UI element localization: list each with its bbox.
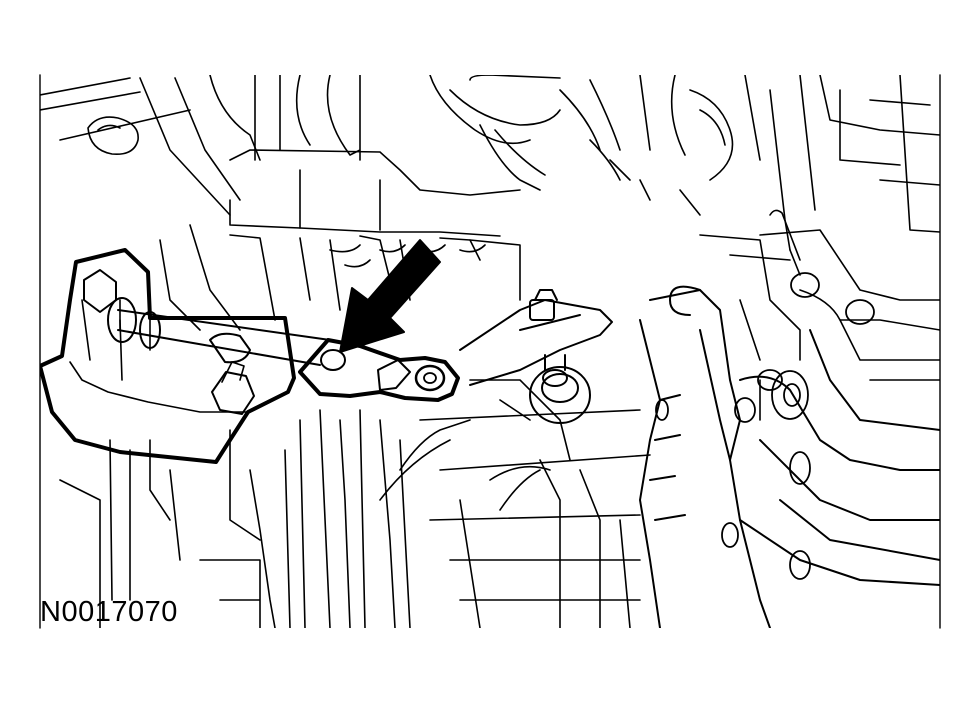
figure-code: N0017070 [40, 596, 178, 628]
illustration-frame [39, 74, 941, 629]
shift-cable-bracket [40, 248, 331, 464]
transmission-background [40, 75, 940, 628]
selector-lever [298, 338, 460, 402]
arrow-icon [339, 239, 441, 353]
